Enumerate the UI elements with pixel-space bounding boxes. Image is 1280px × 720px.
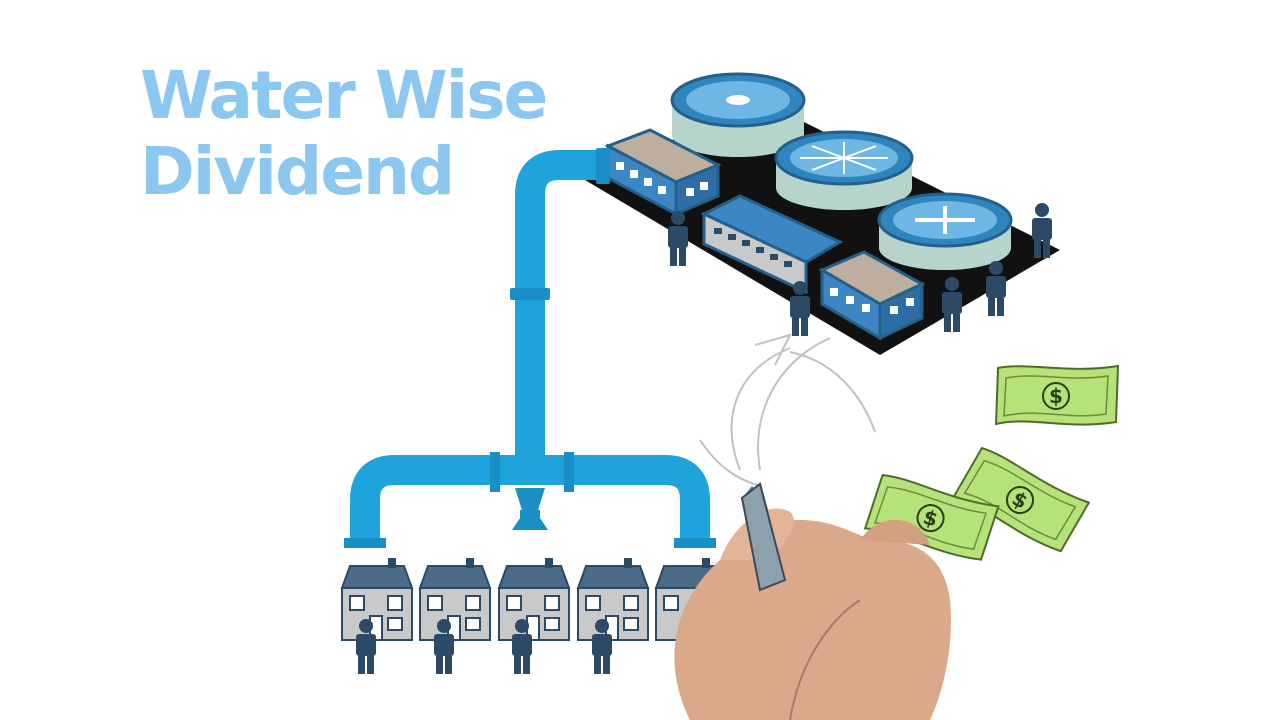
houses-row <box>341 557 727 641</box>
headline: Water Wise Dividend <box>140 57 548 210</box>
house-icon <box>577 557 649 641</box>
hand-with-marker-icon <box>674 482 951 720</box>
water-treatment-plant-icon <box>585 72 1060 355</box>
house-icon <box>419 557 491 641</box>
dollar-bill-icon <box>995 365 1119 426</box>
curved-arrow-icon <box>699 333 876 487</box>
pipe-network-icon <box>350 150 710 540</box>
headline-line-1: Water Wise <box>140 57 548 134</box>
headline-line-2: Dividend <box>140 133 455 210</box>
house-icon <box>498 557 570 641</box>
house-icon <box>341 557 413 641</box>
